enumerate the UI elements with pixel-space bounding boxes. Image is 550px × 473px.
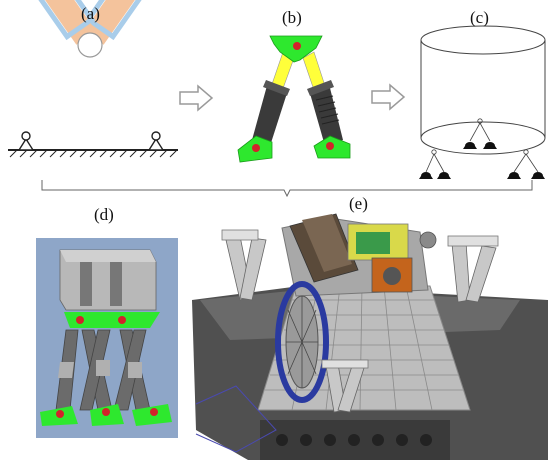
upper-pivot-1 <box>76 316 84 324</box>
bipod-caps <box>221 229 499 369</box>
ground-hatching <box>9 149 178 158</box>
cylinder-bottom-ellipse <box>420 121 546 155</box>
top-red-pivot <box>293 42 301 50</box>
left-leg <box>83 0 152 45</box>
left-dark-cylinder <box>252 82 288 146</box>
grouping-brace <box>41 180 533 198</box>
bipod-feet <box>419 142 545 179</box>
label-c: (c) <box>470 8 489 27</box>
right-cylinder <box>28 0 96 41</box>
instrument-panel-face <box>302 214 352 272</box>
panel-b-bipod-model <box>237 35 351 163</box>
top-joint <box>77 32 103 58</box>
panel-a-bipod-schematic <box>8 0 178 158</box>
right-red-pivot <box>326 142 334 150</box>
left-support <box>17 131 35 151</box>
label-a: (a) <box>81 4 100 23</box>
left-red-pivot <box>252 144 260 152</box>
green-optics <box>356 232 390 254</box>
right-collar <box>307 80 334 96</box>
upper-pivot-2 <box>118 316 126 324</box>
label-b: (b) <box>282 8 302 27</box>
arrow-b-to-c <box>371 83 406 111</box>
payload-slot-left <box>80 262 92 306</box>
right-cylinder-ribs <box>315 95 340 125</box>
module-aperture <box>383 267 401 285</box>
ring-spokes <box>286 296 318 388</box>
bipod-legs <box>425 118 539 173</box>
wireframe-outline <box>195 385 277 453</box>
panel-c-platform-schematic <box>419 25 546 179</box>
panel-e-instrument-render <box>192 213 548 460</box>
leg-highlights <box>58 360 142 378</box>
right-leg <box>28 0 97 45</box>
arrow-a-to-b <box>179 84 214 112</box>
right-support <box>147 131 165 151</box>
left-collar <box>263 80 290 96</box>
label-d: (d) <box>94 205 114 224</box>
payload-slot-right <box>110 262 122 306</box>
lower-pivots <box>56 408 158 418</box>
cylinder-top-ellipse <box>420 25 546 55</box>
rotary-ring <box>275 281 329 403</box>
left-cylinder <box>84 0 152 41</box>
panel-d-hexapod-render <box>36 238 178 438</box>
instrument-bipods <box>225 235 497 413</box>
payload-top-face <box>60 250 156 262</box>
top-tank <box>419 231 437 249</box>
upper-green-plate <box>64 312 160 328</box>
base-holes <box>276 434 432 446</box>
label-e: (e) <box>349 194 368 213</box>
